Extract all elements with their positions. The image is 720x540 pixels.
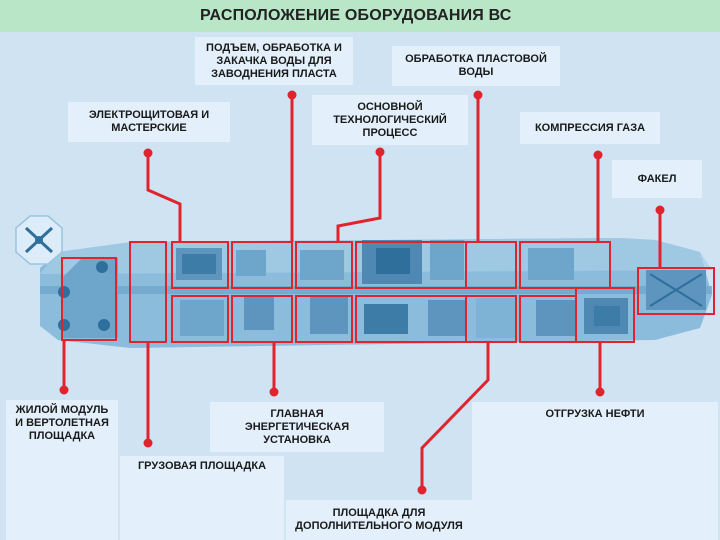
leader-dots [59, 90, 665, 495]
page-title: РАСПОЛОЖЕНИЕ ОБОРУДОВАНИЯ ВС [200, 7, 512, 24]
outline-extra-module [465, 295, 517, 343]
outline-water-injection [231, 241, 293, 289]
outline-flare [637, 267, 715, 315]
vessel-hull [40, 238, 712, 348]
label-cargo-deck: ГРУЗОВАЯ ПЛОЩАДКА [120, 456, 284, 540]
outline-main-process-c [295, 295, 353, 343]
label-living-quarters: ЖИЛОЙ МОДУЛЬ И ВЕРТОЛЕТНАЯ ПЛОЩАДКА [6, 400, 118, 540]
outline-produced-water [465, 241, 517, 289]
label-oil-offloading: ОТГРУЗКА НЕФТИ [472, 402, 718, 540]
label-water-injection: ПОДЪЕМ, ОБРАБОТКА И ЗАКАЧКА ВОДЫ ДЛЯ ЗАВ… [195, 37, 353, 85]
label-gas-compression: КОМПРЕССИЯ ГАЗА [520, 112, 660, 144]
outline-power-a [171, 295, 229, 343]
label-produced-water: ОБРАБОТКА ПЛАСТОВОЙ ВОДЫ [392, 46, 560, 86]
outline-living-quarters [61, 257, 117, 341]
label-power-plant: ГЛАВНАЯ ЭНЕРГЕТИЧЕСКАЯ УСТАНОВКА [210, 402, 384, 452]
helideck [15, 215, 63, 265]
label-main-process: ОСНОВНОЙ ТЕХНОЛОГИЧЕСКИЙ ПРОЦЕСС [312, 95, 468, 145]
leader-extra-module [420, 342, 490, 490]
outline-power-b [231, 295, 293, 343]
label-switchgear: ЭЛЕКТРОЩИТОВАЯ И МАСТЕРСКИЕ [68, 102, 230, 142]
outline-oil-offloading-b [575, 287, 635, 343]
module-outlines [61, 241, 715, 343]
leader-main-process [336, 152, 382, 242]
label-flare: ФАКЕЛ [612, 160, 702, 198]
leader-lines [62, 95, 662, 490]
outline-gas-compression [519, 241, 611, 289]
leader-switchgear [146, 153, 182, 242]
outline-main-process-a [295, 241, 353, 289]
title-bar: РАСПОЛОЖЕНИЕ ОБОРУДОВАНИЯ ВС [0, 0, 720, 32]
outline-switchgear [171, 241, 229, 289]
label-extra-module: ПЛОЩАДКА ДЛЯ ДОПОЛНИТЕЛЬНОГО МОДУЛЯ [286, 500, 472, 540]
